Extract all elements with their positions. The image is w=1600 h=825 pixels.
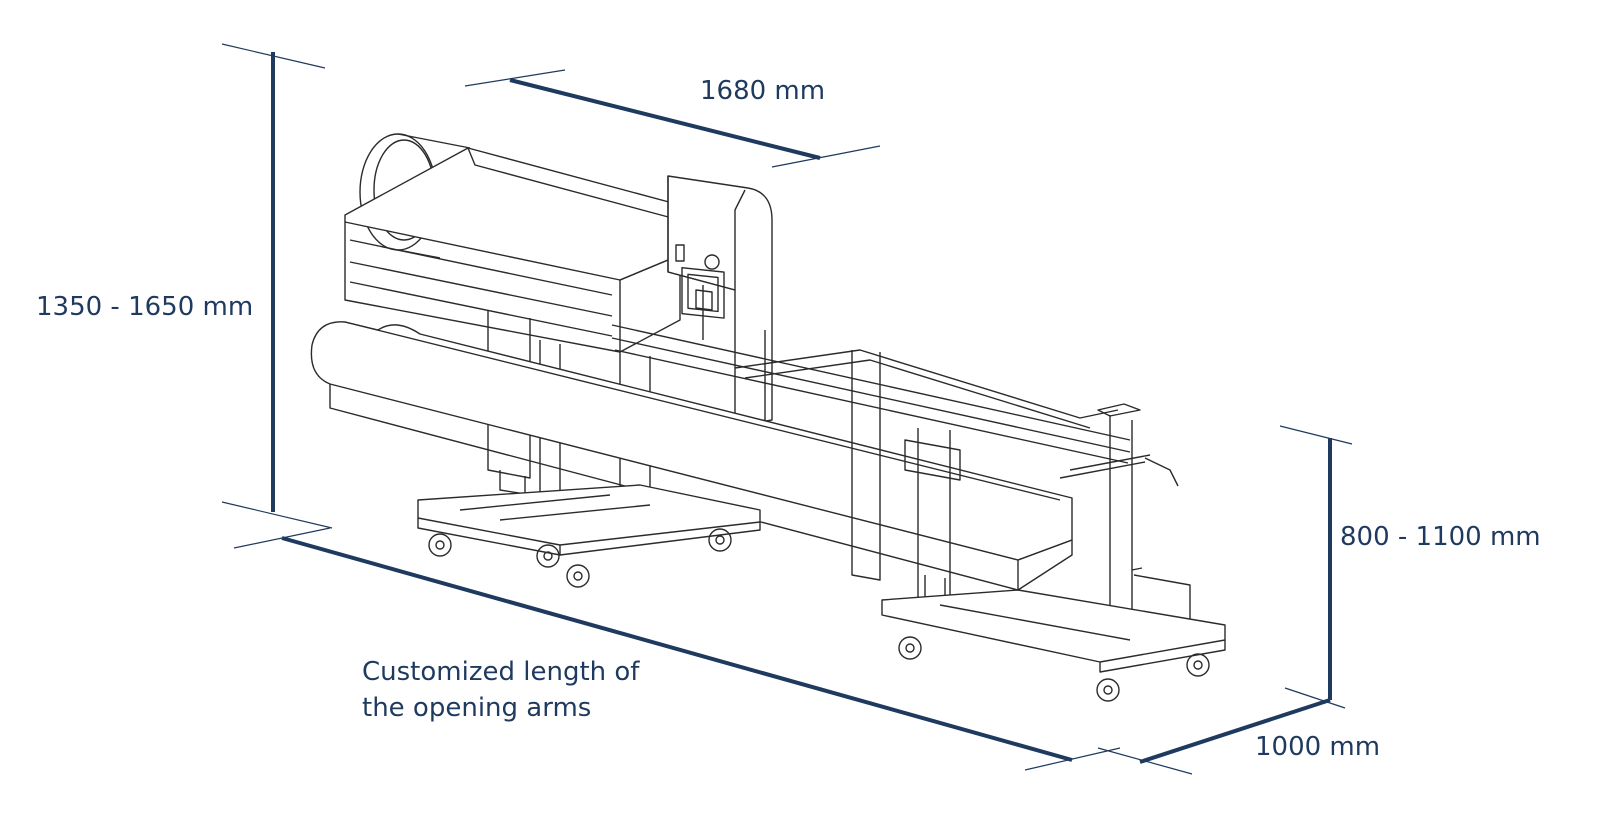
left-base-frame: [417, 484, 761, 556]
arms-length-line: [281, 536, 1073, 762]
machine-length-label: 1680 mm: [700, 76, 826, 106]
width-ext-left: [1097, 747, 1193, 775]
conveyor-height-label: 800 - 1100 mm: [1340, 522, 1541, 552]
overall-height-label: 1350 - 1650 mm: [36, 292, 254, 322]
main-housing: [344, 147, 681, 353]
top-length-line: [509, 78, 821, 160]
top-length-ext-left: [464, 69, 566, 87]
arms-length-label-line2: the opening arms: [362, 693, 592, 723]
dimension-lines: [221, 43, 1353, 775]
casters: [428, 528, 1210, 702]
right-base-frame: [881, 589, 1226, 673]
height-ext-bottom: [221, 501, 333, 529]
arms-ext-right: [1024, 747, 1121, 771]
control-knob: [704, 254, 720, 270]
width-label: 1000 mm: [1255, 732, 1381, 762]
width-ext-right: [1284, 687, 1346, 709]
conveyor-trough: [310, 321, 1073, 591]
opening-arms: [611, 324, 1179, 487]
side-height-ext-top: [1279, 425, 1353, 445]
height-ext-top: [221, 43, 326, 69]
machine: [310, 133, 1226, 702]
width-line: [1139, 698, 1331, 764]
arms-length-label: Customized length of the opening arms: [362, 654, 639, 726]
arms-ext-left: [233, 527, 331, 549]
top-length-ext-right: [771, 145, 881, 168]
control-cabinet: [667, 175, 773, 427]
arms-length-label-line1: Customized length of: [362, 657, 640, 687]
